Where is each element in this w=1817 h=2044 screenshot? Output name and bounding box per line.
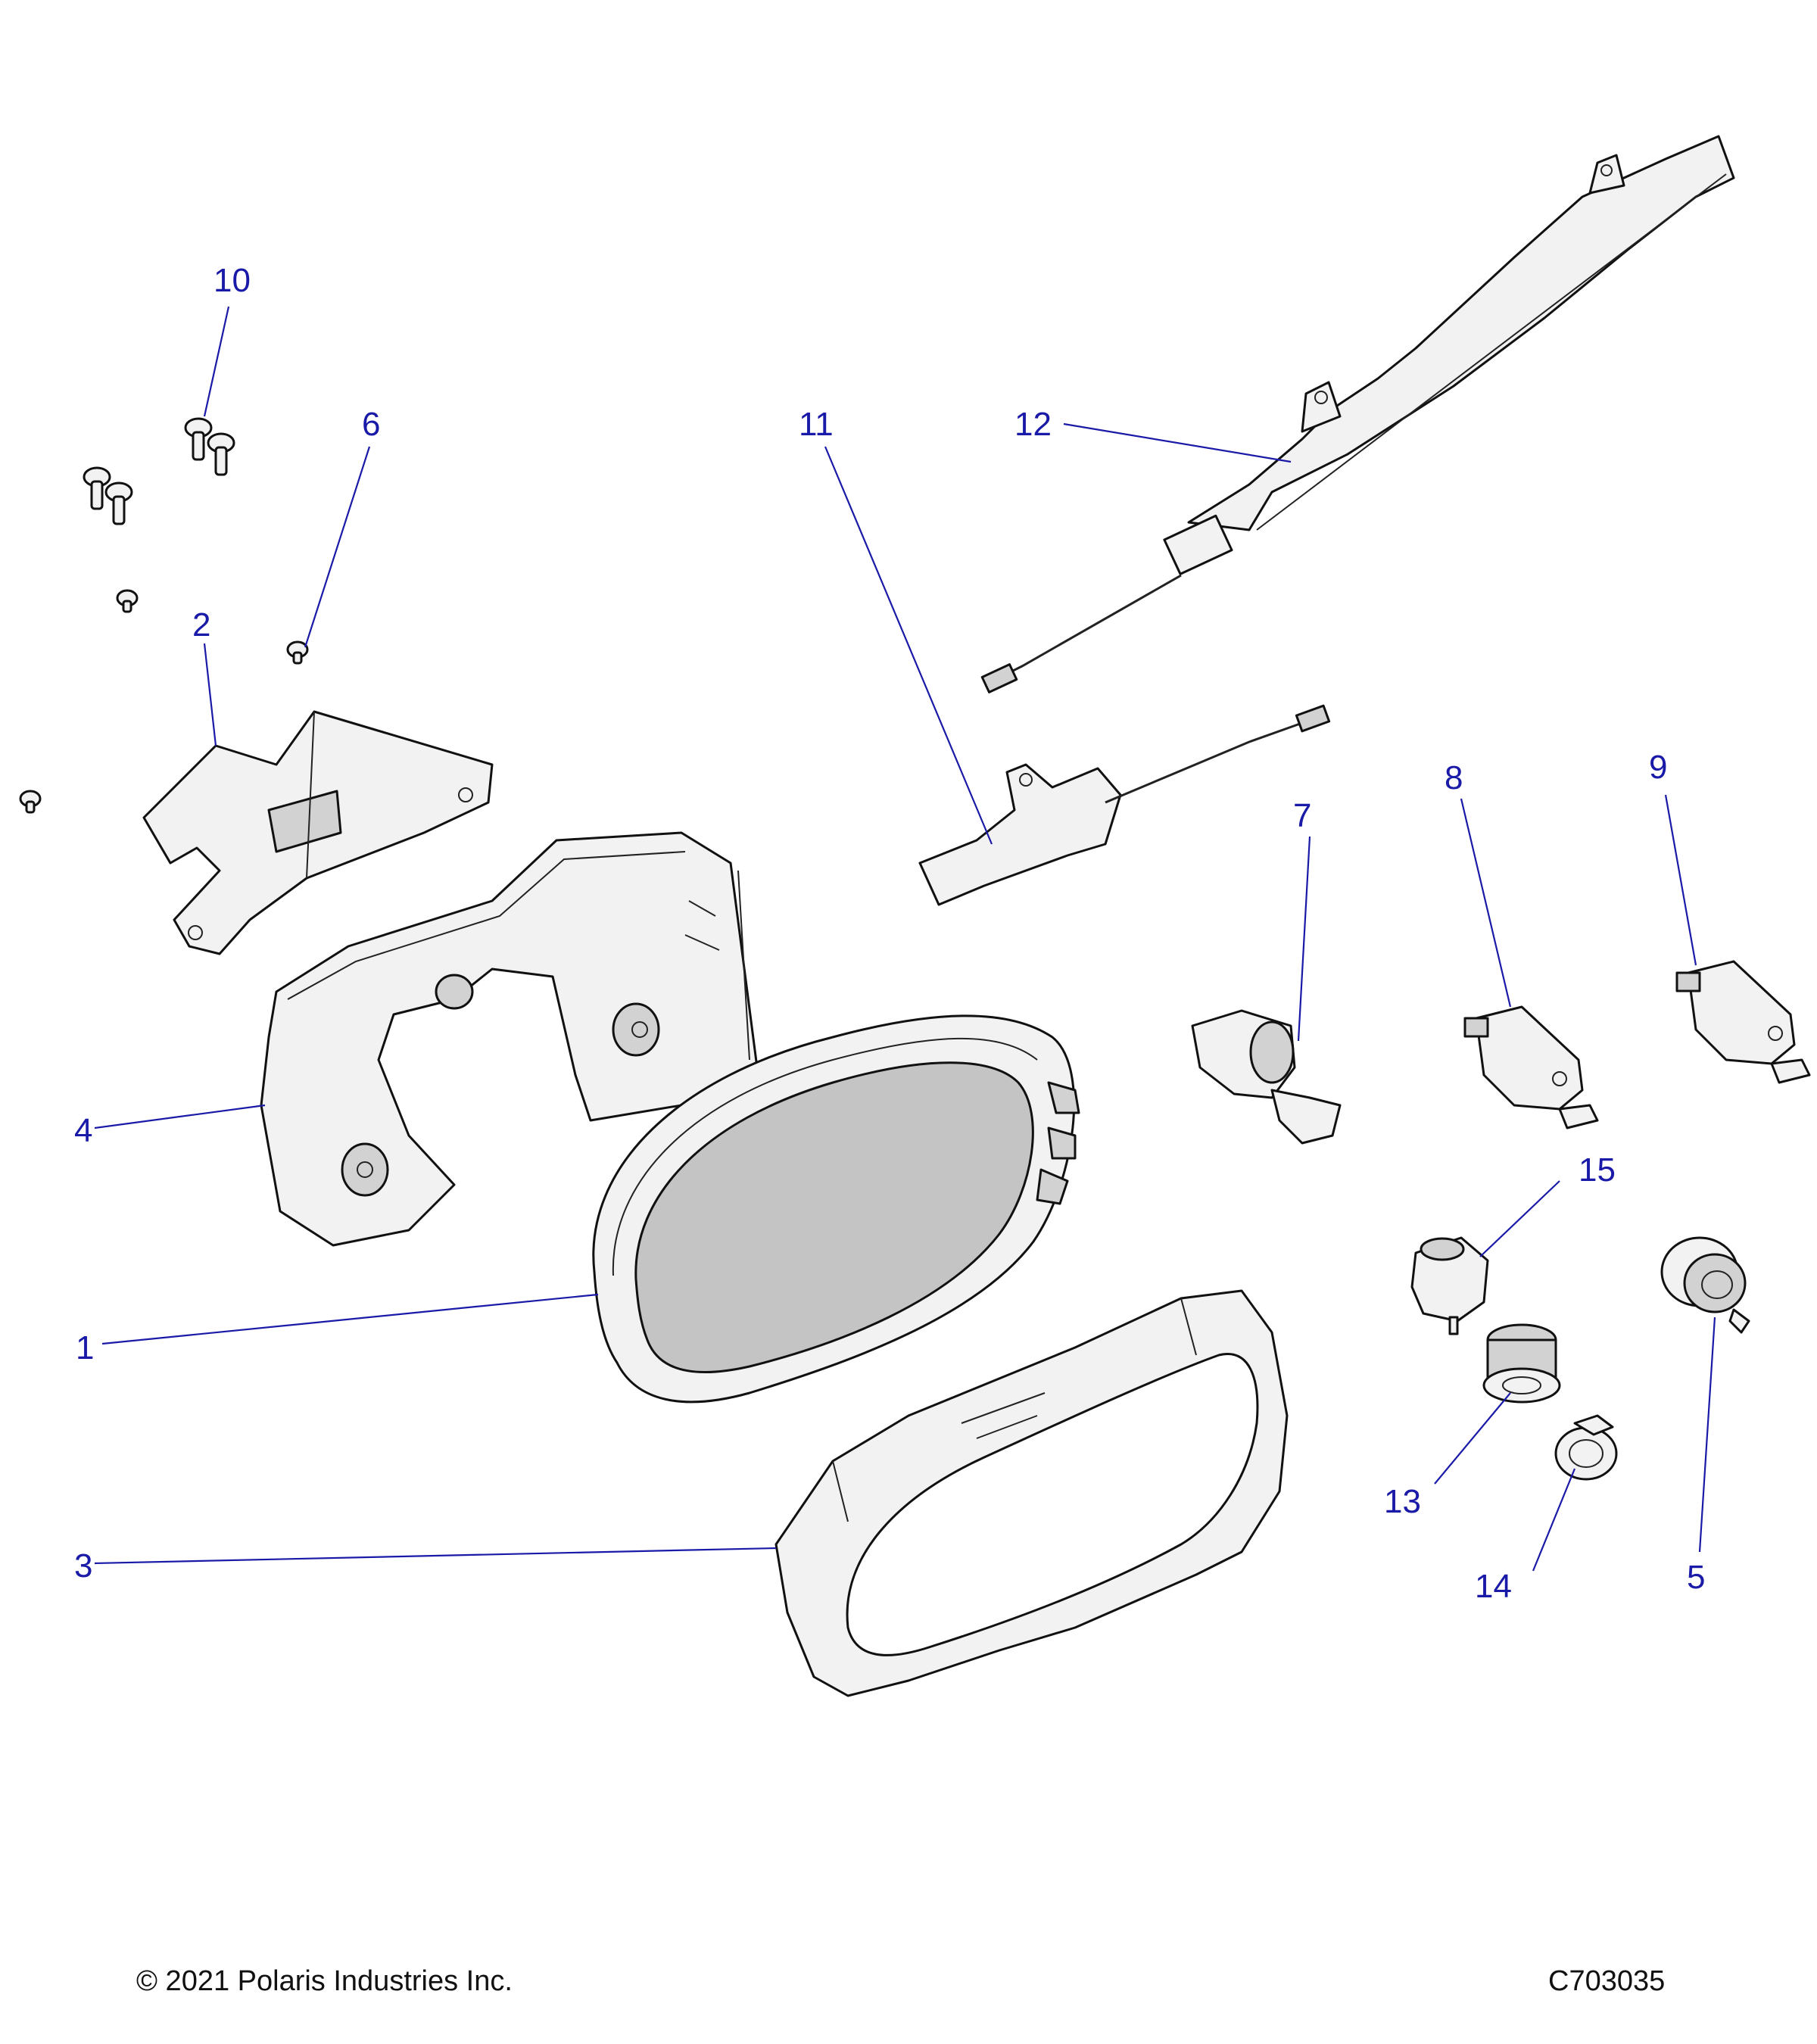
callout-13: 13: [1384, 1483, 1421, 1520]
callout-8: 8: [1445, 759, 1463, 796]
leader-15: [1479, 1180, 1560, 1257]
part-8-rocker-switch: [1463, 1005, 1599, 1129]
drawing-number: C703035: [1548, 1965, 1666, 1997]
callout-14: 14: [1475, 1568, 1512, 1605]
copyright-notice: © 2021 Polaris Industries Inc.: [136, 1965, 513, 1997]
callout-10: 10: [213, 262, 251, 299]
part-13-socket: [1482, 1323, 1561, 1404]
part-5-socket-cap: [1660, 1236, 1750, 1334]
part-15-socket-adapter: [1410, 1236, 1489, 1335]
callout-15: 15: [1579, 1151, 1616, 1189]
leader-9: [1664, 794, 1697, 966]
callout-5: 5: [1687, 1559, 1705, 1596]
callout-4: 4: [74, 1112, 92, 1149]
leader-2: [203, 643, 217, 746]
part-4-rear-housing: [260, 831, 759, 1247]
leader-11: [824, 446, 993, 845]
part-11-switch-bracket: [918, 704, 1331, 906]
part-6-screws: [19, 589, 309, 814]
callout-12: 12: [1014, 406, 1052, 443]
leader-8: [1460, 798, 1512, 1008]
callout-7: 7: [1293, 797, 1311, 834]
callout-11: 11: [799, 406, 834, 443]
part-9-rocker-switch: [1675, 960, 1811, 1084]
callout-9: 9: [1649, 749, 1667, 786]
leader-4: [94, 1104, 266, 1129]
part-7-ignition-switch: [1191, 1009, 1342, 1145]
callout-1: 1: [76, 1329, 94, 1366]
callout-3: 3: [74, 1547, 92, 1584]
part-14-nut: [1554, 1414, 1618, 1481]
leader-3: [94, 1547, 777, 1565]
part-1-instrument-cluster: [592, 1014, 1080, 1404]
part-3-front-bezel: [774, 1289, 1289, 1697]
leader-lines: [94, 306, 1716, 1572]
leader-14: [1532, 1468, 1576, 1572]
leader-1: [101, 1293, 599, 1345]
part-12-strip: [980, 135, 1735, 693]
part-2-bracket: [142, 710, 494, 955]
callout-labels: 1 2 3 4 5 6 7 8 9 10 11 12 13 14 15: [74, 262, 1705, 1605]
part-10-bolts: [83, 417, 235, 525]
leader-7: [1297, 836, 1311, 1042]
leader-12: [1063, 422, 1292, 463]
leader-5: [1698, 1316, 1716, 1553]
callout-2: 2: [192, 606, 210, 643]
callout-6: 6: [362, 406, 380, 443]
leader-10: [203, 306, 230, 417]
leader-13: [1434, 1392, 1511, 1485]
leader-6: [304, 446, 371, 648]
